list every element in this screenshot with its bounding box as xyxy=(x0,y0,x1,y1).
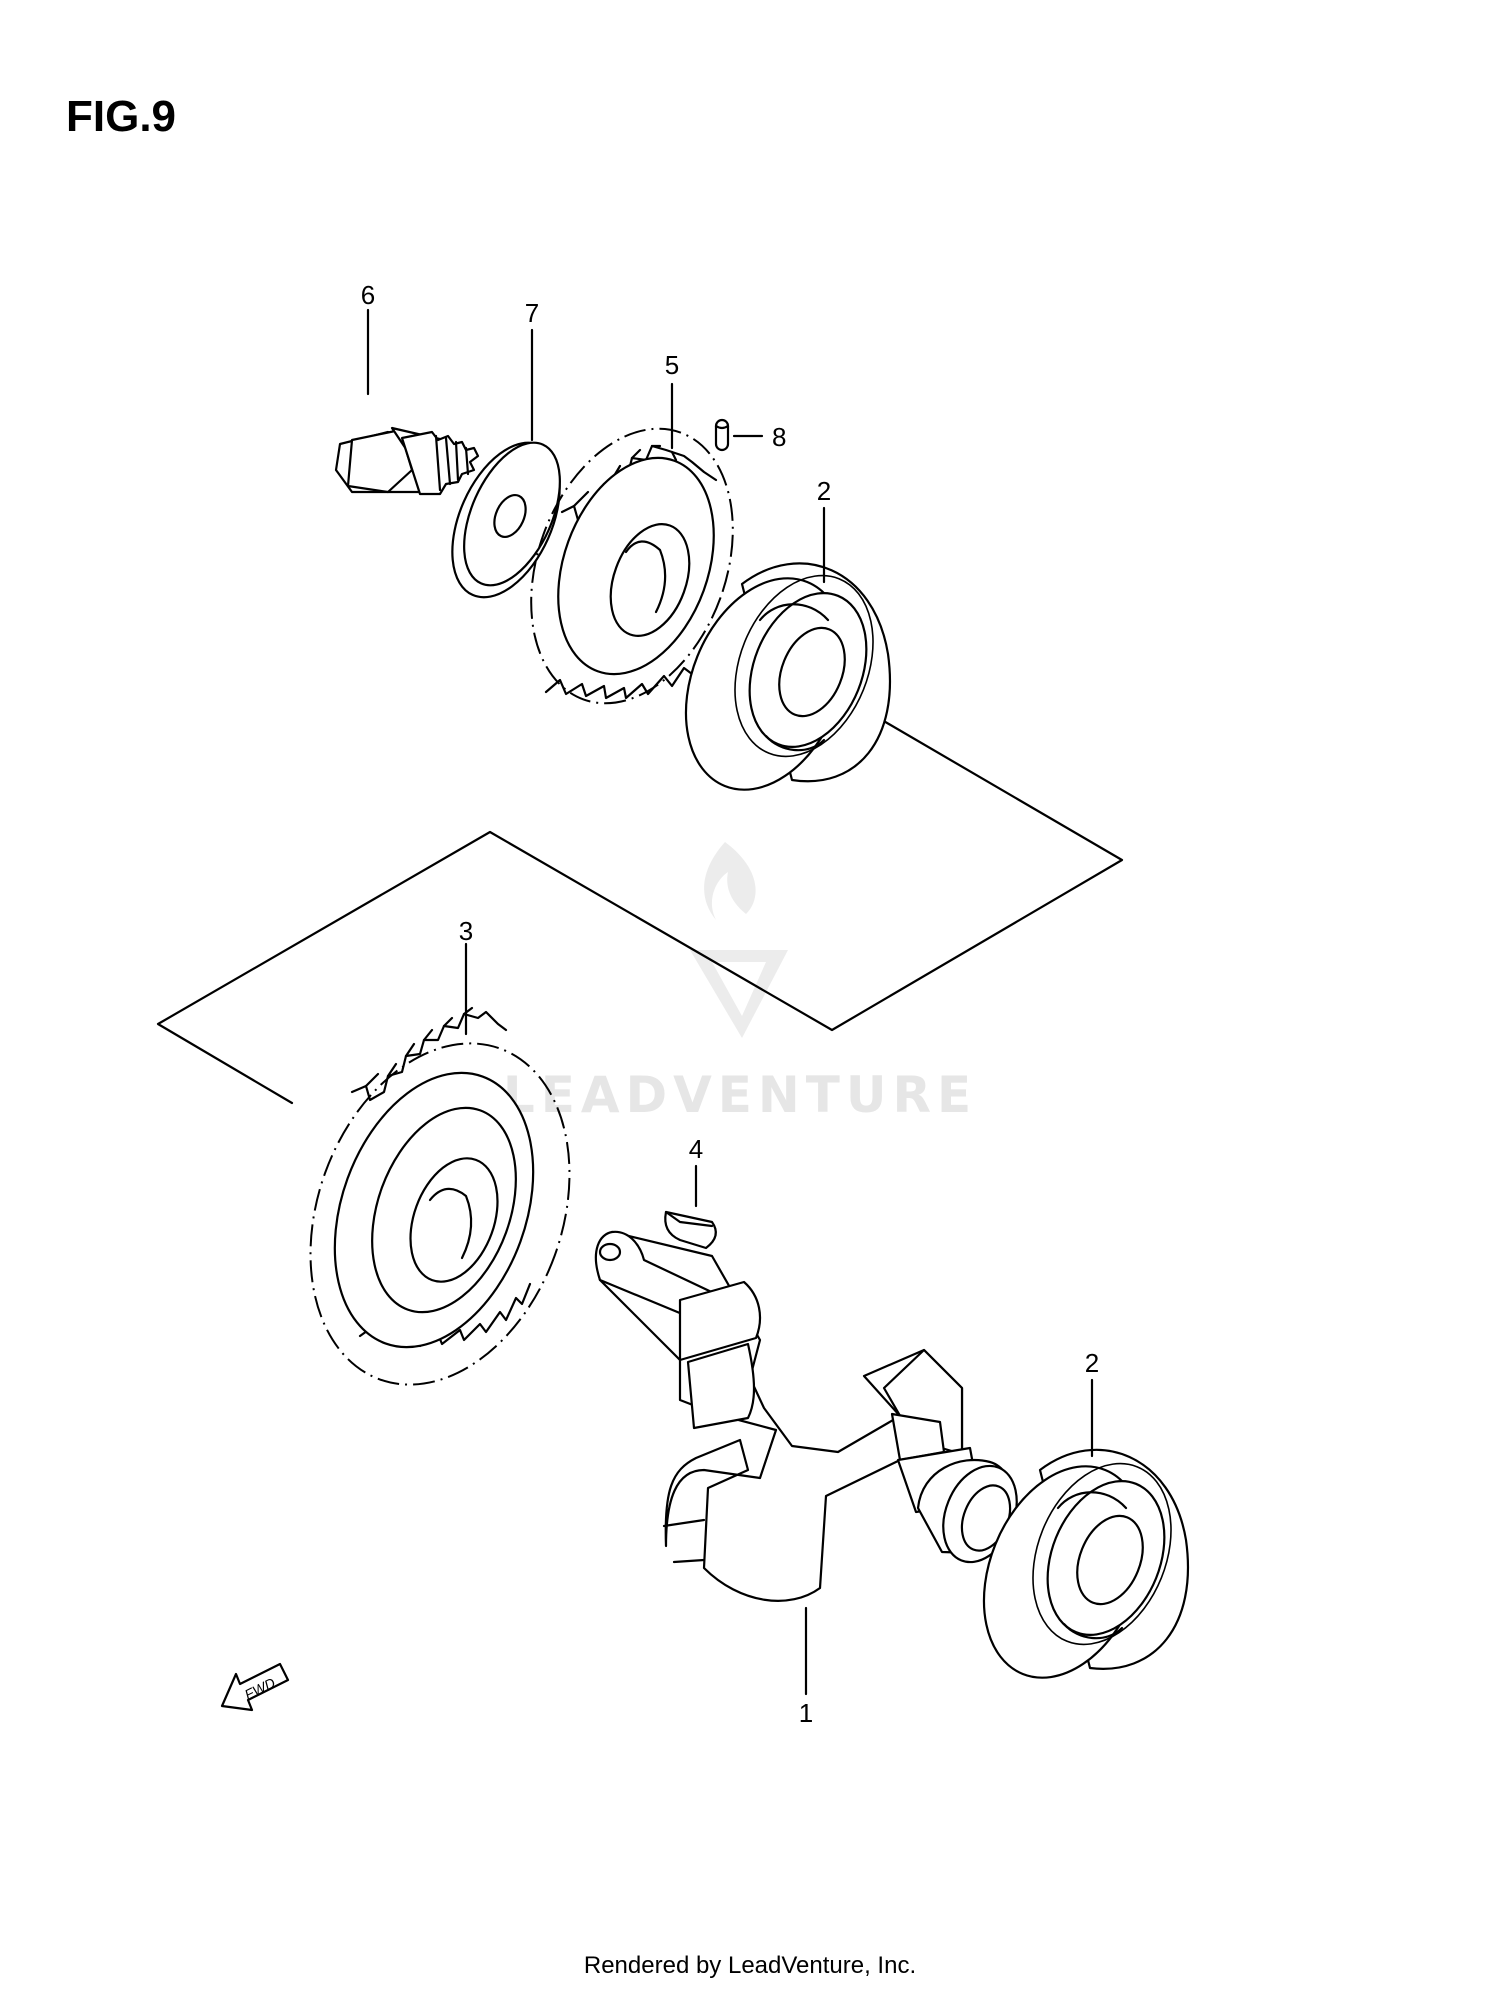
part-1-balancer-shaft xyxy=(594,1230,1018,1602)
part-2-upper-bearing xyxy=(684,562,891,791)
part-3-drive-gear xyxy=(309,1006,571,1386)
part-6-flange-bolt xyxy=(334,426,480,496)
callout-7: 7 xyxy=(525,298,539,328)
fwd-direction-marker: FWD xyxy=(220,1662,290,1712)
footer-credit: Rendered by LeadVenture, Inc. xyxy=(583,1952,917,1979)
watermark-flame-icon xyxy=(704,842,756,920)
leader-lines xyxy=(366,308,1094,1696)
assembly-lines xyxy=(156,718,1124,1105)
callout-3: 3 xyxy=(459,916,473,946)
callout-2-upper: 2 xyxy=(817,476,831,506)
callout-6: 6 xyxy=(361,280,375,310)
watermark-text: LEADVENTURE xyxy=(503,1066,977,1124)
callout-1: 1 xyxy=(799,1698,813,1728)
part-2-lower-bearing xyxy=(982,1448,1189,1679)
callouts: 6 7 5 8 2 3 4 2 1 xyxy=(361,280,1099,1728)
callout-2-lower: 2 xyxy=(1085,1348,1099,1378)
fwd-arrow-icon xyxy=(220,1662,290,1712)
part-4-woodruff-key xyxy=(664,1210,717,1250)
figure-title: FIG.9 xyxy=(66,92,177,141)
part-8-dowel-pin xyxy=(714,418,730,452)
fwd-label: FWD xyxy=(242,1674,278,1702)
callout-8: 8 xyxy=(772,422,786,452)
watermark-logo: LEADVENTURE xyxy=(503,842,977,1124)
callout-5: 5 xyxy=(665,350,679,380)
callout-4: 4 xyxy=(689,1134,703,1164)
part-5-driven-gear xyxy=(530,427,734,705)
part-7-washer xyxy=(451,441,561,599)
watermark-v-icon xyxy=(690,950,788,1038)
